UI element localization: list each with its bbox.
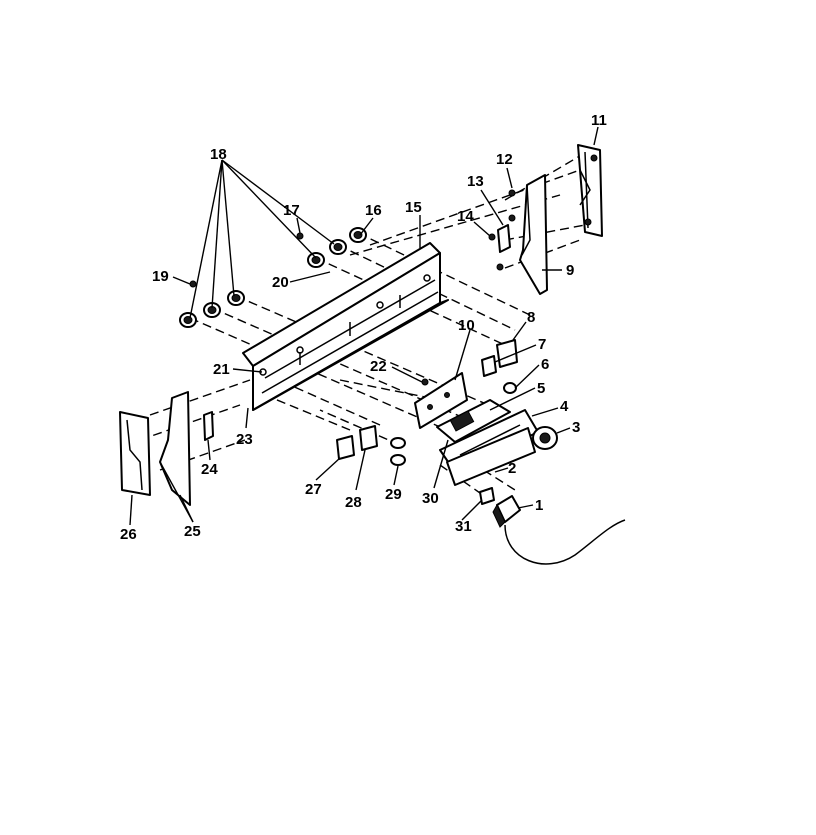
callout-20: 20 xyxy=(272,274,289,291)
callout-4: 4 xyxy=(560,398,569,415)
callout-25: 25 xyxy=(184,523,201,540)
callout-11: 11 xyxy=(591,112,607,129)
callout-24: 24 xyxy=(201,461,218,478)
callout-17: 17 xyxy=(283,202,300,219)
small-screws xyxy=(488,189,516,271)
callout-12: 12 xyxy=(496,151,513,168)
callout-9: 9 xyxy=(566,262,574,279)
timer-bracket-part-10 xyxy=(414,372,468,429)
part-31 xyxy=(479,487,495,505)
part-7 xyxy=(481,355,497,377)
callout-13: 13 xyxy=(467,173,484,190)
callout-22: 22 xyxy=(370,358,387,375)
leader-lines xyxy=(129,126,599,526)
callout-23: 23 xyxy=(236,431,253,448)
callout-29: 29 xyxy=(385,486,402,503)
callout-27: 27 xyxy=(305,481,322,498)
callout-5: 5 xyxy=(537,380,545,397)
callout-14: 14 xyxy=(457,208,474,225)
right-end-cap-part-9 xyxy=(519,174,548,295)
control-panel-part-15 xyxy=(242,242,449,411)
part-6 xyxy=(503,382,517,394)
callout-19: 19 xyxy=(152,268,169,285)
callout-15: 15 xyxy=(405,199,422,216)
callout-6: 6 xyxy=(541,356,549,373)
callout-28: 28 xyxy=(345,494,362,511)
right-end-bracket-part-11 xyxy=(577,144,603,237)
callout-18: 18 xyxy=(210,146,227,163)
callout-10: 10 xyxy=(458,317,475,334)
callout-31: 31 xyxy=(455,518,472,535)
callout-1: 1 xyxy=(535,497,543,514)
clips-27-28-29 xyxy=(336,425,406,466)
left-end-bracket-part-26 xyxy=(119,411,151,496)
callout-21: 21 xyxy=(213,361,230,378)
clip-part-13 xyxy=(497,224,511,253)
callout-labels: 1 2 3 4 5 6 7 8 9 10 11 12 13 14 15 16 1… xyxy=(120,112,607,543)
clock-part-5 xyxy=(436,399,511,443)
bracket-part-24 xyxy=(203,411,214,441)
callout-8: 8 xyxy=(527,309,535,326)
bezel-part-2 xyxy=(446,427,536,486)
callout-3: 3 xyxy=(572,419,580,436)
callout-30: 30 xyxy=(422,490,439,507)
callout-7: 7 xyxy=(538,336,546,353)
knob-part-3 xyxy=(532,426,558,450)
knobs-part-18 xyxy=(179,227,367,328)
callout-26: 26 xyxy=(120,526,137,543)
callout-2: 2 xyxy=(508,460,516,477)
callout-16: 16 xyxy=(365,202,382,219)
plug-and-cord-part-1 xyxy=(492,495,626,565)
